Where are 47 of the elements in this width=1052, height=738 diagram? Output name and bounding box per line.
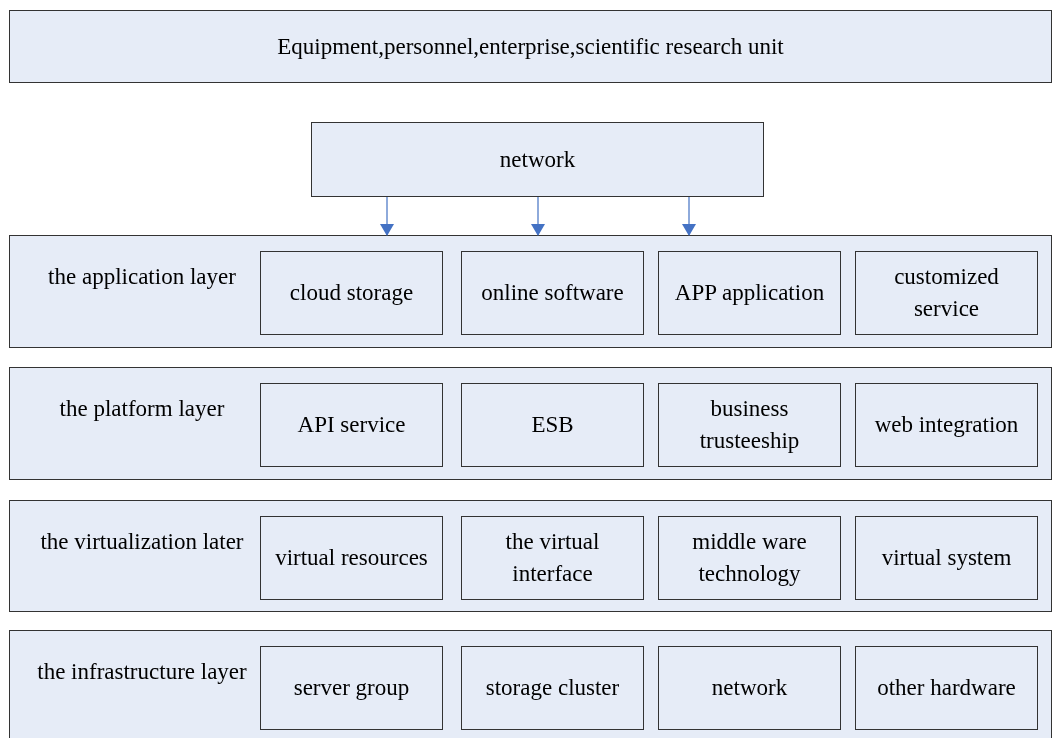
process-box — [855, 251, 1038, 335]
layer-band — [9, 235, 1052, 348]
box-label: the virtual interface — [504, 528, 601, 588]
layer-heading: the application layer — [47, 263, 237, 291]
process-box — [658, 251, 841, 335]
box-label: web integration — [873, 411, 1020, 439]
process-box — [855, 646, 1038, 730]
box-label: business trusteeship — [698, 395, 801, 455]
process-box — [260, 251, 443, 335]
box-label: ESB — [530, 411, 575, 439]
process-box — [855, 383, 1038, 467]
process-box — [658, 516, 841, 600]
process-box — [461, 646, 644, 730]
arrow — [682, 196, 696, 236]
layer-band — [9, 630, 1052, 738]
box-label: server group — [292, 674, 411, 702]
process-box — [461, 516, 644, 600]
box-label: Equipment,personnel,enterprise,scientific research unit — [276, 32, 785, 61]
arrow — [531, 196, 545, 236]
box-label: network — [710, 674, 789, 702]
process-box — [461, 383, 644, 467]
arrow — [380, 196, 394, 236]
box-label: APP application — [673, 279, 826, 307]
process-box — [461, 251, 644, 335]
box-label: virtual resources — [274, 544, 429, 572]
box-label: cloud storage — [288, 279, 415, 307]
box-label: virtual system — [880, 544, 1013, 572]
process-box — [260, 646, 443, 730]
box-label: network — [498, 145, 577, 174]
box-label: middle ware technology — [691, 528, 808, 588]
layer-band — [9, 367, 1052, 480]
box-label: API service — [296, 411, 407, 439]
process-box — [855, 516, 1038, 600]
box-label: online software — [480, 279, 625, 307]
process-box — [658, 646, 841, 730]
process-box — [260, 516, 443, 600]
box-label: customized service — [893, 263, 1000, 323]
box-label: other hardware — [876, 674, 1017, 702]
layer-heading: the virtualization later — [39, 528, 245, 556]
layer-band — [9, 500, 1052, 612]
process-box — [311, 122, 764, 197]
process-box — [9, 10, 1052, 83]
box-label: storage cluster — [484, 674, 621, 702]
process-box — [658, 383, 841, 467]
layer-heading: the platform layer — [58, 395, 226, 423]
layer-heading: the infrastructure layer — [36, 658, 248, 686]
process-box — [260, 383, 443, 467]
